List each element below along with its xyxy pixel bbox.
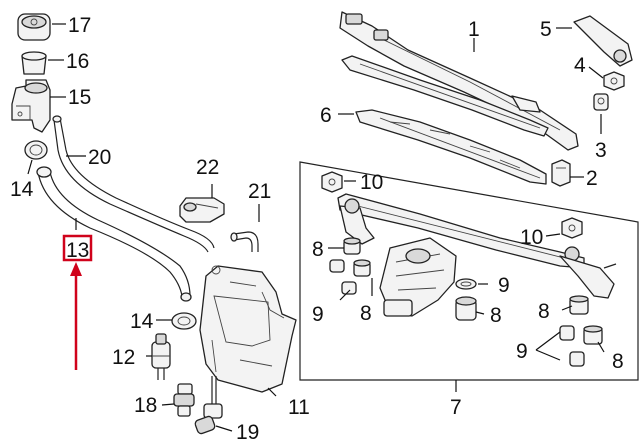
- callout-12: 12: [112, 346, 135, 369]
- part-14-grommet-upper: [24, 140, 48, 160]
- part-19-level-sensor: [194, 376, 223, 435]
- part-18-fitting: [173, 383, 195, 417]
- callout-8: 8: [490, 304, 502, 327]
- callout-9: 9: [312, 303, 324, 326]
- part-8-bushing-d: [569, 295, 589, 315]
- callout-labels: 1 2 3 4 5 6 7 8 8 8 8 8 9 9 9 10 10 11 1…: [10, 14, 624, 444]
- callout-13: 13: [66, 239, 89, 262]
- part-3-cover: [593, 93, 609, 111]
- part-8-bushing-c: [455, 296, 477, 321]
- part-8-bushing-b: [353, 259, 371, 277]
- callout-16: 16: [66, 50, 89, 73]
- callout-14: 14: [10, 178, 34, 201]
- callout-11: 11: [288, 396, 310, 419]
- callout-5: 5: [540, 18, 552, 41]
- part-2-cover: [551, 159, 571, 187]
- part-7-assembly-frame: [299, 161, 639, 381]
- callout-19: 19: [236, 421, 259, 444]
- leader-lines: [27, 23, 605, 432]
- part-9-grommet-e: [569, 351, 585, 367]
- callout-10: 10: [360, 171, 383, 194]
- part-7-motor: [379, 237, 457, 317]
- part-20-hose: [52, 115, 215, 253]
- part-9-grommet-d: [559, 325, 575, 341]
- callout-14: 14: [130, 310, 154, 333]
- callout-1: 1: [468, 18, 480, 41]
- part-13-hose: [36, 166, 192, 302]
- part-16-seal: [21, 51, 47, 75]
- callout-9: 9: [516, 340, 528, 363]
- part-7-linkage: [337, 193, 617, 299]
- highlight-13: [62, 234, 93, 370]
- part-1-wiper-blade: [341, 55, 549, 137]
- part-11-reservoir: [199, 265, 297, 393]
- part-14-grommet-lower: [171, 312, 197, 330]
- part-21-elbow-hose: [230, 231, 259, 252]
- part-4-nut: [603, 71, 625, 91]
- part-10-nut-a: [321, 171, 343, 193]
- callout-21: 21: [248, 180, 271, 203]
- callout-6: 6: [320, 104, 332, 127]
- part-12-pump: [151, 333, 171, 380]
- callout-22: 22: [196, 156, 219, 179]
- callout-7: 7: [450, 396, 462, 419]
- callout-9: 9: [498, 274, 510, 297]
- callout-8: 8: [360, 302, 372, 325]
- callout-8: 8: [612, 350, 624, 373]
- callout-18: 18: [134, 394, 157, 417]
- part-9-grommet-a: [329, 259, 345, 273]
- part-8-bushing-a: [343, 237, 361, 255]
- callout-4: 4: [574, 54, 586, 77]
- part-9-grommet-b: [341, 281, 357, 295]
- part-5-arm-cap: [573, 15, 633, 67]
- part-15-filler-neck: [11, 79, 51, 133]
- callout-2: 2: [586, 167, 598, 190]
- callout-17: 17: [68, 14, 91, 37]
- callout-10: 10: [520, 226, 543, 249]
- part-9-grommet-c: [455, 278, 477, 290]
- part-17-cap: [17, 13, 51, 41]
- callout-20: 20: [88, 146, 111, 169]
- part-8-bushing-e: [583, 325, 603, 345]
- callout-8: 8: [538, 300, 550, 323]
- callout-8: 8: [312, 238, 324, 261]
- part-10-nut-b: [561, 217, 583, 239]
- part-6-wiper-blade: [355, 109, 547, 185]
- callout-3: 3: [595, 139, 607, 162]
- callout-15: 15: [68, 86, 91, 109]
- part-22-connector: [179, 197, 225, 223]
